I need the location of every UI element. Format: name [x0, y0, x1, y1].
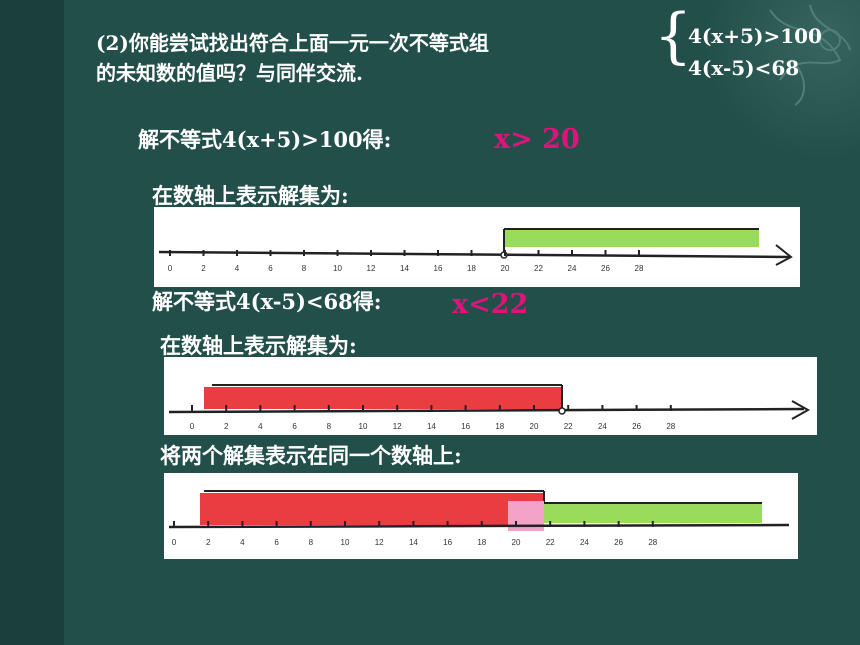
tick-label: 14: [427, 422, 436, 431]
tick-label: 2: [224, 422, 229, 431]
tick-label: 24: [598, 422, 607, 431]
tick-label: 18: [467, 264, 476, 273]
solution-shade-red: [204, 387, 562, 409]
tick-label: 8: [309, 538, 314, 547]
tick-label: 28: [648, 538, 657, 547]
step3-answer: x<22: [452, 289, 529, 320]
tick-label: 8: [327, 422, 332, 431]
tick-label: 20: [501, 264, 510, 273]
slide: (2)你能尝试找出符合上面一元一次不等式组 的未知数的值吗？与同伴交流. { 4…: [64, 0, 860, 645]
axis-arrow: [791, 400, 811, 420]
tick-label: 26: [632, 422, 641, 431]
tick-label: 10: [341, 538, 350, 547]
open-point-22: [558, 407, 566, 415]
step2-label: 在数轴上表示解集为:: [152, 183, 349, 208]
tick-label: 18: [477, 538, 486, 547]
tick-label: 24: [580, 538, 589, 547]
axis-line: [168, 523, 790, 529]
tick-label: 12: [393, 422, 402, 431]
tick-label: 0: [190, 422, 195, 431]
tick-label: 4: [258, 422, 263, 431]
tick-label: 26: [614, 538, 623, 547]
solution-shade-red: [200, 493, 544, 525]
tick-label: 16: [434, 264, 443, 273]
axis-line: [168, 407, 805, 414]
tick-label: 24: [568, 264, 577, 273]
tick-label: 0: [172, 538, 177, 547]
step4-label: 在数轴上表示解集为:: [160, 333, 357, 358]
tick-label: 28: [666, 422, 675, 431]
step3-label: 解不等式4(x-5)<68得:: [152, 289, 382, 314]
tick-label: 22: [546, 538, 555, 547]
tick-label: 14: [400, 264, 409, 273]
step1-answer: x> 20: [494, 124, 580, 155]
tick-label: 12: [375, 538, 384, 547]
question-line-2: 的未知数的值吗？与同伴交流.: [96, 61, 363, 85]
axis-line: [158, 250, 790, 259]
tick-label: 16: [461, 422, 470, 431]
tick-label: 22: [564, 422, 573, 431]
tick-label: 2: [201, 264, 206, 273]
tick-label: 20: [512, 538, 521, 547]
tick-label: 20: [530, 422, 539, 431]
tick-label: 8: [302, 264, 307, 273]
solution-shade-green: [508, 503, 762, 523]
system-eq-1: 4(x+5)>100: [688, 24, 822, 48]
system-brace: {: [654, 1, 693, 71]
floral-decoration: [769, 4, 851, 106]
tick-label: 18: [495, 422, 504, 431]
tick-label: 22: [534, 264, 543, 273]
tick-label: 28: [635, 264, 644, 273]
tick-label: 10: [333, 264, 342, 273]
tick-label: 6: [292, 422, 297, 431]
system-eq-2: 4(x-5)<68: [688, 56, 800, 80]
tick-label: 0: [168, 264, 173, 273]
tick-label: 26: [601, 264, 610, 273]
tick-label: 4: [235, 264, 240, 273]
solution-shade-green: [504, 229, 759, 247]
tick-label: 6: [268, 264, 273, 273]
tick-label: 12: [367, 264, 376, 273]
tick-label: 6: [274, 538, 279, 547]
step1-label: 解不等式4(x+5)>100得:: [138, 127, 392, 152]
tick-label: 4: [240, 538, 245, 547]
axis-arrow: [775, 244, 793, 266]
tick-label: 14: [409, 538, 418, 547]
tick-label: 16: [443, 538, 452, 547]
tick-label: 10: [359, 422, 368, 431]
left-band: [0, 0, 64, 645]
tick-label: 2: [206, 538, 211, 547]
question-line-1: (2)你能尝试找出符合上面一元一次不等式组: [96, 31, 489, 55]
step5-label: 将两个解集表示在同一个数轴上:: [160, 443, 462, 468]
